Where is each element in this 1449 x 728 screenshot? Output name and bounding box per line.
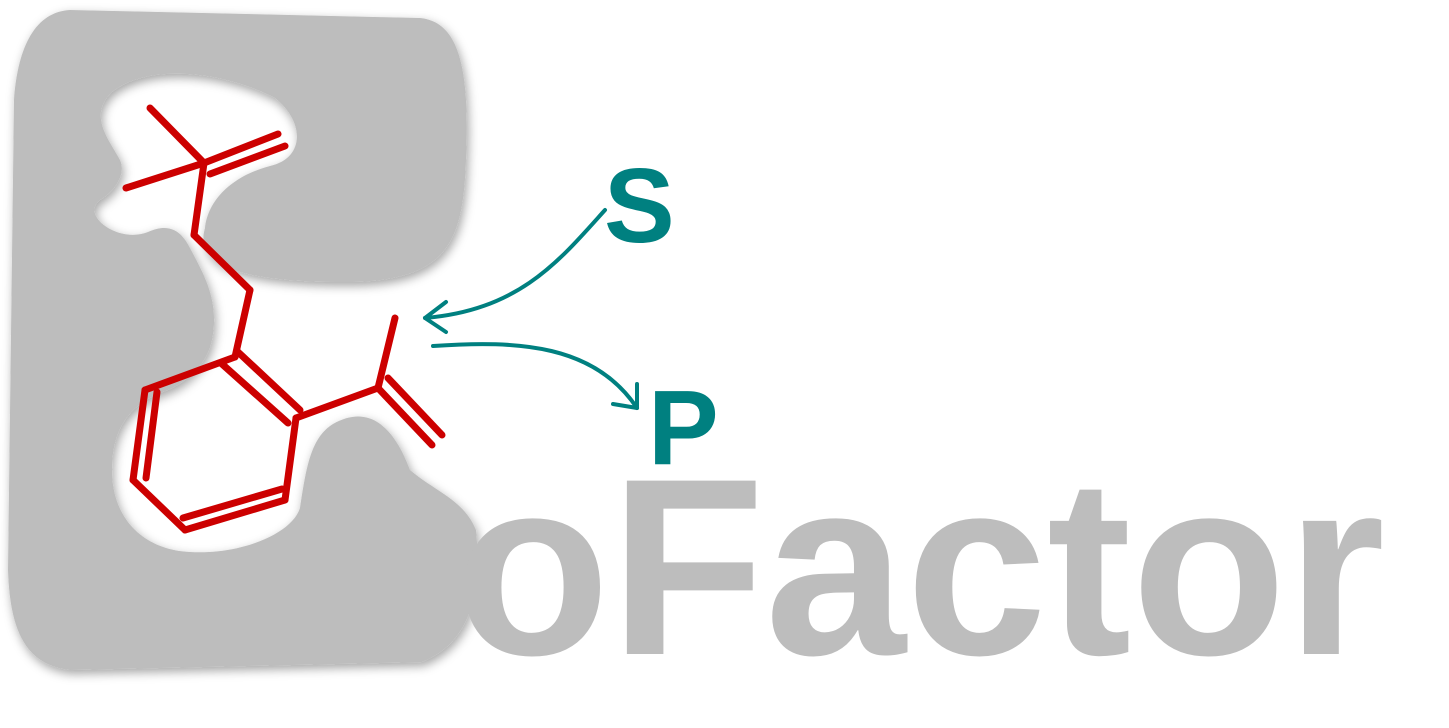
substrate-label: S bbox=[604, 147, 675, 265]
molecule-structure bbox=[122, 104, 446, 534]
protein-pocket-shape bbox=[8, 10, 478, 670]
reaction-arrows bbox=[423, 208, 639, 410]
product-arrow bbox=[431, 342, 639, 410]
bond bbox=[129, 476, 189, 534]
bond bbox=[181, 496, 289, 534]
bond bbox=[200, 130, 282, 167]
bond bbox=[146, 104, 208, 167]
bond bbox=[292, 384, 382, 422]
substrate-arrowhead-icon bbox=[423, 300, 448, 334]
bond bbox=[129, 386, 149, 484]
bond bbox=[231, 286, 254, 361]
substrate-arrow bbox=[423, 208, 607, 320]
bond bbox=[122, 159, 208, 192]
product-label: P bbox=[648, 369, 719, 487]
wordmark-text: oFactor bbox=[455, 427, 1385, 708]
bond bbox=[384, 374, 446, 439]
bond bbox=[190, 159, 208, 239]
bond bbox=[218, 360, 292, 427]
bond bbox=[206, 142, 289, 178]
bond bbox=[179, 485, 286, 522]
bond bbox=[281, 414, 300, 504]
bond bbox=[142, 388, 161, 482]
bond bbox=[374, 314, 399, 392]
product-arrowhead-icon bbox=[611, 382, 639, 410]
bond bbox=[190, 231, 254, 294]
bond bbox=[374, 384, 436, 449]
bond bbox=[234, 348, 304, 414]
